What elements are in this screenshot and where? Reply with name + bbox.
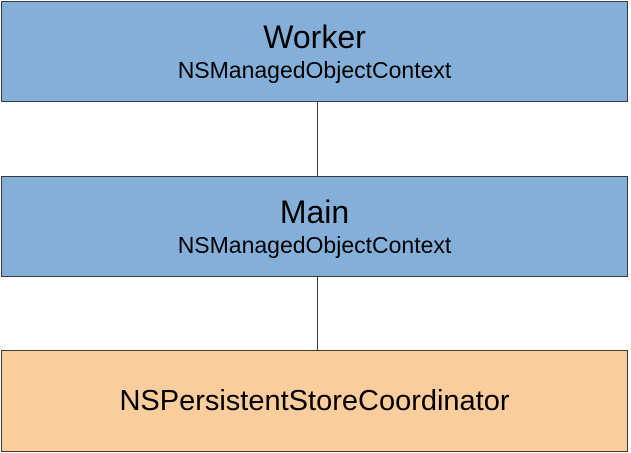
main-title: Main bbox=[279, 193, 350, 230]
main-to-coordinator-connector bbox=[317, 277, 318, 350]
main-context-box: Main NSManagedObjectContext bbox=[1, 176, 628, 277]
coordinator-title: NSPersistentStoreCoordinator bbox=[119, 385, 510, 417]
worker-subtitle: NSManagedObjectContext bbox=[177, 56, 452, 83]
worker-to-main-connector bbox=[317, 102, 318, 176]
main-subtitle: NSManagedObjectContext bbox=[177, 231, 452, 258]
worker-context-box: Worker NSManagedObjectContext bbox=[1, 1, 628, 102]
worker-title: Worker bbox=[263, 18, 366, 55]
persistent-store-coordinator-box: NSPersistentStoreCoordinator bbox=[1, 350, 628, 452]
